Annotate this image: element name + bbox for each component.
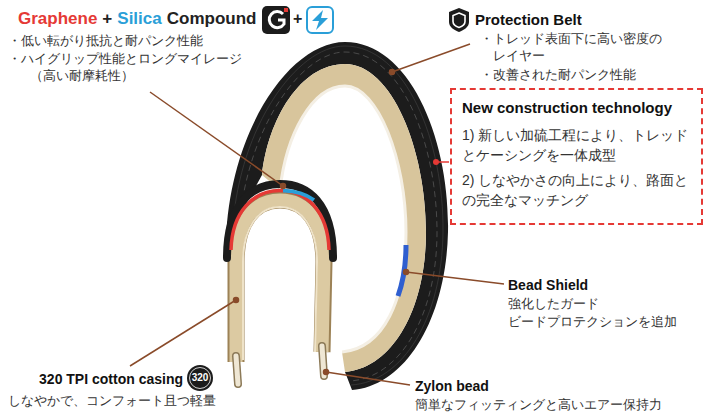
part-note: しなやかで、コンフォート且つ軽量 <box>8 393 216 410</box>
construction-box: New construction technology 1) 新しい加硫工程により… <box>450 88 703 225</box>
silica-icon-bolt <box>312 10 328 30</box>
label-slot: Bead Shield <box>508 276 588 294</box>
compound-title: Compound <box>167 8 257 30</box>
tread-pattern <box>233 46 443 385</box>
label-slot: 320 <box>187 372 213 384</box>
leader-line <box>392 44 470 72</box>
compound-title: + <box>102 8 112 30</box>
leader-dot <box>404 270 409 275</box>
compound-layer <box>283 191 314 200</box>
leader-dot <box>234 298 239 303</box>
label-slot: + <box>293 9 302 29</box>
bead-edge <box>280 86 406 352</box>
compound-title: Silica <box>117 8 161 30</box>
shield-icon-inner <box>453 13 465 28</box>
leader-dot <box>433 159 439 165</box>
silica-icon <box>307 7 333 33</box>
label-slot: ・低い転がり抵抗と耐パンク性能 <box>8 32 203 49</box>
feature-bullet: ・低い転がり抵抗と耐パンク性能 <box>8 32 203 49</box>
bead-wire <box>236 356 238 384</box>
label-slot: ・ハイグリップ性能とロングマイレージ （高い耐摩耗性） <box>8 50 255 84</box>
callout-number: 320 <box>187 372 213 384</box>
compound-title: Graphene <box>18 8 97 30</box>
graphene-icon-mark <box>269 12 284 28</box>
box-text: 1) 新しい加硫工程により、トレッド とケーシングを一体成型 <box>462 125 691 165</box>
leader-line <box>130 300 236 366</box>
part-note: ビードプロテクションを追加 <box>508 313 677 330</box>
skinwall <box>262 64 426 372</box>
label-slot: Protection Belt <box>475 10 582 29</box>
part-title: Bead Shield <box>508 276 588 294</box>
graphene-icon-accent <box>284 8 288 12</box>
tpi-icon <box>187 365 213 391</box>
feature-bullet: ・トレッド表面下に高い密度の レイヤー <box>480 30 668 64</box>
title-row: Graphene+Silica Compound <box>18 8 256 30</box>
shield-icon <box>449 8 469 32</box>
box-heading: New construction technology <box>462 98 691 117</box>
leader-line <box>326 372 410 385</box>
label-slot: 強化したガード <box>508 295 599 312</box>
label-slot: 簡単なフィッティングと高いエアー保持力 <box>415 396 662 413</box>
box-text: 2) しなやかさの向上により、路面と の完全なマッチング <box>462 170 691 210</box>
icon-plus: + <box>293 9 302 29</box>
casing-outline <box>236 200 324 362</box>
tread-cap <box>227 184 333 258</box>
feature-bullet: ・ハイグリップ性能とロングマイレージ （高い耐摩耗性） <box>8 50 255 84</box>
protection-belt <box>231 191 329 251</box>
label-slot: しなやかで、コンフォート且つ軽量 <box>8 393 216 410</box>
leader-line <box>406 272 504 284</box>
label-slot: 320 TPI cotton casing <box>8 370 183 388</box>
leader-line <box>150 92 283 186</box>
leader-dot <box>324 370 329 375</box>
part-title: Zylon bead <box>415 377 489 395</box>
part-title: Protection Belt <box>475 10 582 29</box>
leader-dot <box>281 184 286 189</box>
tread-pattern <box>240 52 437 381</box>
label-slot: Zylon bead <box>415 377 489 395</box>
casing-inner <box>243 207 317 360</box>
label-slot: ビードプロテクションを追加 <box>508 313 677 330</box>
tread-band <box>226 42 448 390</box>
label-slot: ・トレッド表面下に高い密度の レイヤー <box>480 30 668 64</box>
bead-wire <box>236 356 238 384</box>
cotton-casing <box>236 200 324 362</box>
label-slot: ・改善された耐パンク性能 <box>480 66 636 83</box>
part-title: 320 TPI cotton casing <box>8 370 183 388</box>
feature-bullet: ・改善された耐パンク性能 <box>480 66 636 83</box>
part-note: 強化したガード <box>508 295 599 312</box>
leader-dot <box>390 70 395 75</box>
graphene-icon <box>262 6 290 34</box>
part-note: 簡単なフィッティングと高いエアー保持力 <box>415 396 662 413</box>
